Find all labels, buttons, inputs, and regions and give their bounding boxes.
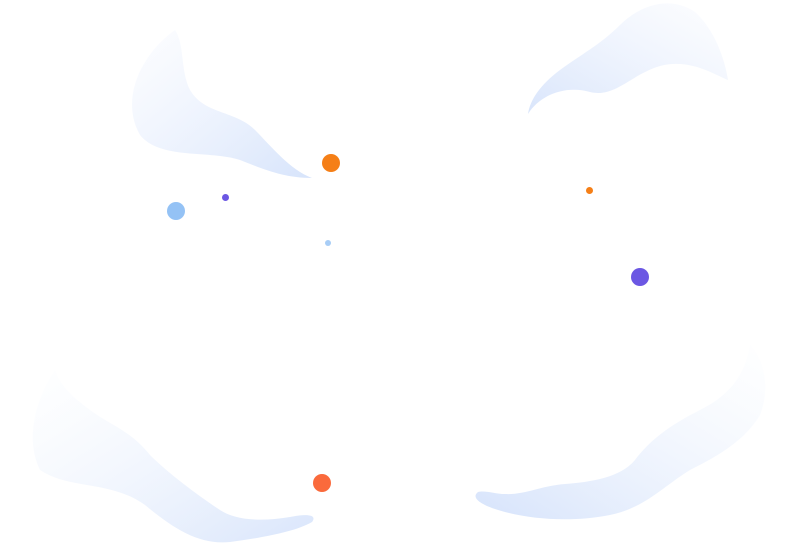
dot-red-orange	[313, 474, 331, 492]
wisp-bottom-left	[32, 370, 314, 543]
dot-purple-small	[222, 194, 229, 201]
dot-purple-large	[631, 268, 649, 286]
dot-orange-large	[322, 154, 340, 172]
dot-blue-medium	[167, 202, 185, 220]
wisp-top-right	[528, 3, 728, 114]
wisp-bottom-right	[475, 345, 766, 520]
dot-blue-tiny	[325, 240, 331, 246]
dot-orange-small	[586, 187, 593, 194]
wisp-top-left	[132, 30, 312, 178]
